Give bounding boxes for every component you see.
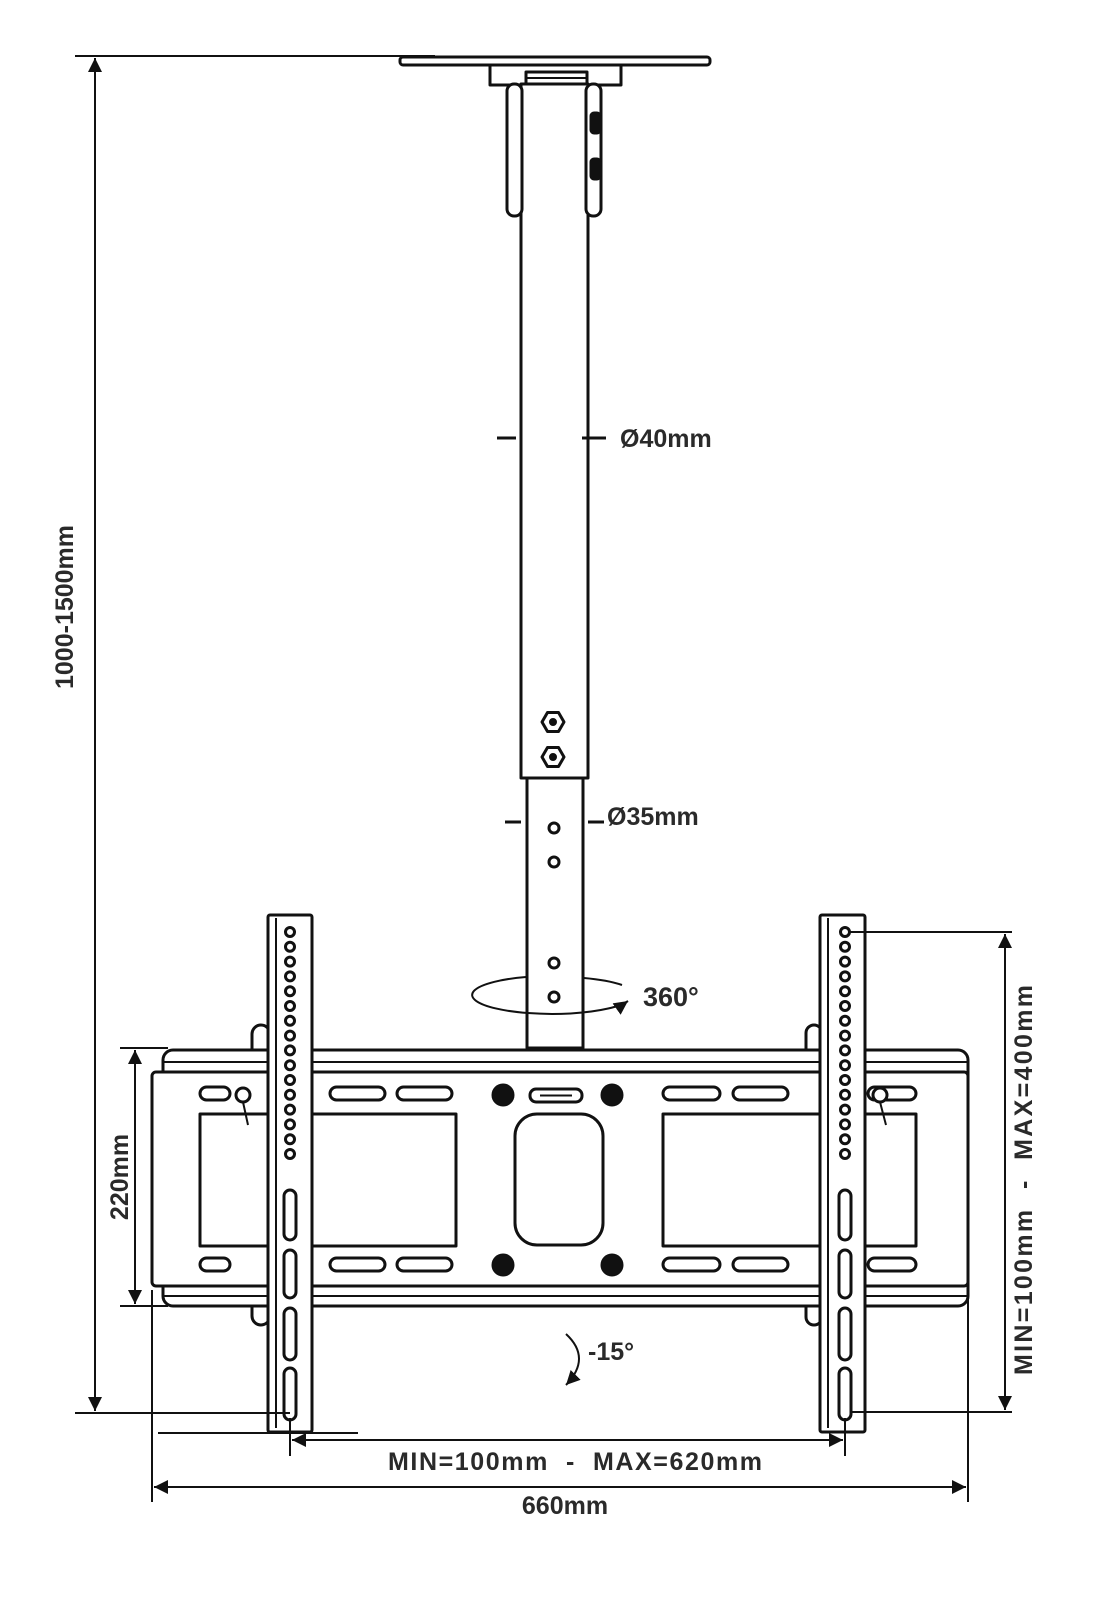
plate-slot [661, 1085, 722, 1102]
plate-mount-hole [491, 1083, 515, 1107]
hex-nut-hole [549, 718, 557, 726]
plate-slot [198, 1085, 232, 1102]
horizontal-vesa-label: MIN=100mm - MAX=620mm [388, 1448, 762, 1476]
arm-hole [284, 1148, 296, 1160]
arm-hole [839, 1059, 851, 1072]
lower-tube-diameter-label: Ø35mm [607, 803, 699, 831]
arm-hole [284, 1059, 296, 1072]
arm-slot [282, 1248, 298, 1300]
arm-hole [839, 970, 851, 983]
arm-hole [839, 1074, 851, 1086]
arm-hole [284, 1000, 296, 1012]
plate-slot [731, 1085, 790, 1102]
arm-hole [284, 1044, 296, 1057]
arm-hole [839, 1103, 851, 1116]
clip-pin-right [879, 1101, 887, 1126]
plate-slot [866, 1256, 918, 1273]
arm-slot [837, 1248, 853, 1300]
arm-hole [284, 1029, 296, 1042]
plate-height-label: 220mm [106, 1134, 134, 1220]
plate-mount-hole [491, 1253, 515, 1277]
height-range-label: 1000-1500mm [51, 525, 79, 689]
tube-hole [547, 956, 561, 970]
arm-hole [839, 1029, 851, 1042]
arm-hole [284, 926, 296, 938]
tilt-label: -15° [588, 1338, 634, 1366]
hanging-arm-body [818, 913, 867, 1434]
upper-tube [519, 82, 590, 780]
tube-hole [547, 821, 561, 835]
arm-hole [284, 940, 296, 953]
plate-window-center [513, 1112, 605, 1247]
arm-slot [837, 1366, 853, 1422]
bracket-bolt [589, 111, 602, 135]
arm-hole [839, 1118, 851, 1131]
lower-tube [525, 776, 585, 1050]
ceiling-plate [398, 55, 712, 87]
ceiling-bracket [488, 65, 623, 87]
arm-hole [839, 1088, 851, 1101]
arm-hole [839, 940, 851, 953]
arm-hole [284, 955, 296, 968]
bracket-arm-left [505, 82, 524, 218]
arm-hole [284, 1014, 296, 1027]
plate-window-left [198, 1112, 458, 1248]
upper-tube-diameter-label: Ø40mm [620, 425, 712, 453]
arm-slot [837, 1306, 853, 1362]
arm-hole [284, 1074, 296, 1086]
plate-slot [395, 1256, 454, 1273]
tv-plate [150, 1023, 970, 1327]
arm-hole [284, 970, 296, 983]
plate-slot [328, 1256, 387, 1273]
clip-pin-left [242, 1101, 249, 1126]
rotation-arrow-back [583, 977, 623, 986]
plate-slot [395, 1085, 454, 1102]
hanging-arm-left [266, 913, 314, 1434]
arm-hole [839, 1133, 851, 1146]
ceiling-plate-bar [398, 55, 712, 67]
tube-hole [547, 990, 561, 1004]
arm-hole [284, 985, 296, 998]
tube-hole [547, 855, 561, 869]
vertical-vesa-label: MIN=100mm - MAX=400mm [1010, 985, 1038, 1375]
plate-mount-hole [600, 1253, 624, 1277]
bracket-arm-right [584, 82, 603, 218]
clip-knob-left [234, 1086, 252, 1104]
plate-slot [328, 1085, 387, 1102]
arm-slot [837, 1188, 853, 1242]
clip-knob-right [871, 1086, 889, 1104]
arm-hole [839, 955, 851, 968]
arm-slot [282, 1188, 298, 1242]
plate-width-label: 660mm [522, 1492, 608, 1520]
arm-hole [284, 1103, 296, 1116]
arm-hole [839, 1044, 851, 1057]
rotation-arrow [471, 976, 629, 1015]
arm-hole [839, 1000, 851, 1012]
arm-hole [284, 1118, 296, 1131]
plate-mount-hole [600, 1083, 624, 1107]
arm-hole [839, 1014, 851, 1027]
arm-slot [282, 1306, 298, 1362]
arm-hole [284, 1088, 296, 1101]
plate-window-right [661, 1112, 918, 1248]
tilt-arrow [565, 1333, 581, 1386]
rotation-label: 360° [643, 982, 699, 1012]
arm-hole [284, 1133, 296, 1146]
arm-hole [839, 985, 851, 998]
plate-slot [198, 1256, 232, 1273]
plate-slot [731, 1256, 790, 1273]
plate-slot [661, 1256, 722, 1273]
hex-nut-hole [549, 753, 557, 761]
bracket-bolt [589, 157, 602, 181]
arm-hole [839, 1148, 851, 1160]
hanging-arm-right [818, 913, 867, 1434]
